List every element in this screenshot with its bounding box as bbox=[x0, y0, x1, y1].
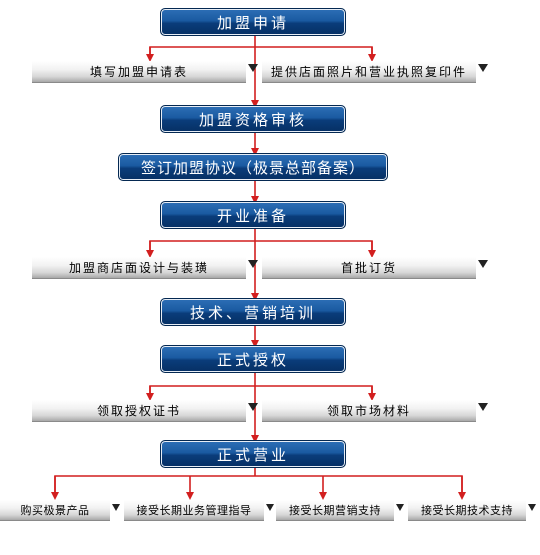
branch-r2 bbox=[149, 240, 373, 254]
triangle-icon bbox=[266, 504, 274, 511]
triangle-icon bbox=[478, 64, 488, 72]
triangle-icon bbox=[112, 504, 120, 511]
triangle-icon bbox=[528, 504, 536, 511]
step-opening-preparation: 开业准备 bbox=[160, 201, 346, 229]
step-training: 技术、营销培训 bbox=[160, 298, 346, 326]
item-receive-marketing-materials: 领取市场材料 bbox=[262, 400, 488, 422]
triangle-icon bbox=[478, 403, 488, 411]
item-receive-certificate: 领取授权证书 bbox=[32, 400, 258, 422]
item-first-order: 首批订货 bbox=[262, 257, 488, 279]
step-official-authorization: 正式授权 bbox=[160, 345, 346, 373]
item-business-guidance: 接受长期业务管理指导 bbox=[124, 500, 274, 521]
step-qualification-review: 加盟资格审核 bbox=[160, 105, 346, 133]
triangle-icon bbox=[396, 504, 404, 511]
item-buy-products: 购买极景产品 bbox=[0, 500, 120, 521]
branch-r4 bbox=[54, 475, 463, 496]
item-provide-photos-license: 提供店面照片和营业执照复印件 bbox=[262, 61, 488, 83]
step-official-opening: 正式营业 bbox=[160, 440, 346, 468]
triangle-icon bbox=[248, 260, 258, 268]
item-technical-support: 接受长期技术支持 bbox=[408, 500, 536, 521]
branch-r3 bbox=[149, 385, 373, 397]
step-sign-agreement: 签订加盟协议（极景总部备案） bbox=[118, 153, 388, 181]
item-fill-application-form: 填写加盟申请表 bbox=[32, 61, 258, 83]
triangle-icon bbox=[248, 403, 258, 411]
branch-r1 bbox=[149, 46, 373, 58]
item-marketing-support: 接受长期营销支持 bbox=[276, 500, 404, 521]
item-store-design: 加盟商店面设计与装璜 bbox=[32, 257, 258, 279]
triangle-icon bbox=[478, 260, 488, 268]
step-franchise-application: 加盟申请 bbox=[160, 8, 346, 36]
triangle-icon bbox=[248, 64, 258, 72]
